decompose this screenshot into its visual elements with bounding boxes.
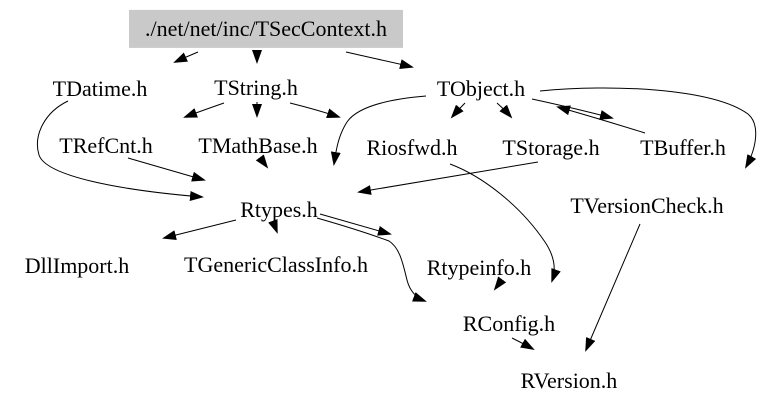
edge-rtypes-dllimport bbox=[162, 219, 237, 240]
edge-tbuffer-tobject bbox=[556, 105, 646, 134]
node-tbuffer[interactable]: TBuffer.h bbox=[640, 134, 726, 160]
edge-tversioncheck-rversion bbox=[585, 223, 641, 352]
node-tmathbase[interactable]: TMathBase.h bbox=[198, 132, 318, 158]
edge-tobject-tstorage bbox=[496, 102, 513, 119]
node-tversioncheck[interactable]: TVersionCheck.h bbox=[570, 192, 724, 218]
node-tgenericclassinfo[interactable]: TGenericClassInfo.h bbox=[184, 251, 368, 277]
node-tobject[interactable]: TObject.h bbox=[436, 75, 526, 101]
edge-tstorage-rtypes bbox=[357, 161, 539, 195]
edge-tseccontext-tdatime bbox=[173, 51, 199, 63]
edge-rtypes-rtypeinfo bbox=[319, 213, 392, 236]
node-tstorage[interactable]: TStorage.h bbox=[502, 134, 600, 160]
node-trefcnt[interactable]: TRefCnt.h bbox=[59, 132, 153, 158]
edge-tmathbase-rtypes bbox=[255, 154, 269, 169]
edge-trefcnt-rtypes bbox=[127, 157, 206, 182]
edge-riosfwd-rconfig bbox=[449, 163, 561, 283]
edge-tstring-riosfwd bbox=[289, 102, 341, 118]
edge-rconfig-rversion bbox=[511, 337, 535, 350]
edge-rtypes-tgenericclassinfo bbox=[268, 219, 278, 234]
edge-tseccontext-tobject bbox=[345, 51, 414, 69]
edge-rtypeinfo-rconfig bbox=[493, 276, 507, 291]
edge-tdatime-rtypes bbox=[37, 100, 204, 201]
edge-tobject-riosfwd bbox=[450, 102, 466, 119]
node-rconfig[interactable]: RConfig.h bbox=[462, 310, 556, 336]
edge-tobject-tbuffer bbox=[531, 98, 614, 120]
node-rtypeinfo[interactable]: Rtypeinfo.h bbox=[426, 254, 532, 280]
node-tdatime[interactable]: TDatime.h bbox=[52, 75, 148, 101]
node-dllimport[interactable]: DllImport.h bbox=[24, 252, 130, 278]
node-riosfwd[interactable]: Riosfwd.h bbox=[366, 134, 458, 160]
node-tseccontext[interactable]: ./net/net/inc/TSecContext.h bbox=[129, 9, 403, 49]
node-rversion[interactable]: RVersion.h bbox=[520, 367, 618, 393]
edge-rtypes-rconfig bbox=[316, 217, 427, 302]
node-rtypes[interactable]: Rtypes.h bbox=[240, 196, 318, 222]
node-tstring[interactable]: TString.h bbox=[214, 74, 298, 100]
edge-tstring-trefcnt bbox=[183, 102, 225, 118]
edge-tobject-tversioncheck bbox=[539, 87, 757, 169]
edge-tobject-rtypes bbox=[330, 95, 427, 166]
